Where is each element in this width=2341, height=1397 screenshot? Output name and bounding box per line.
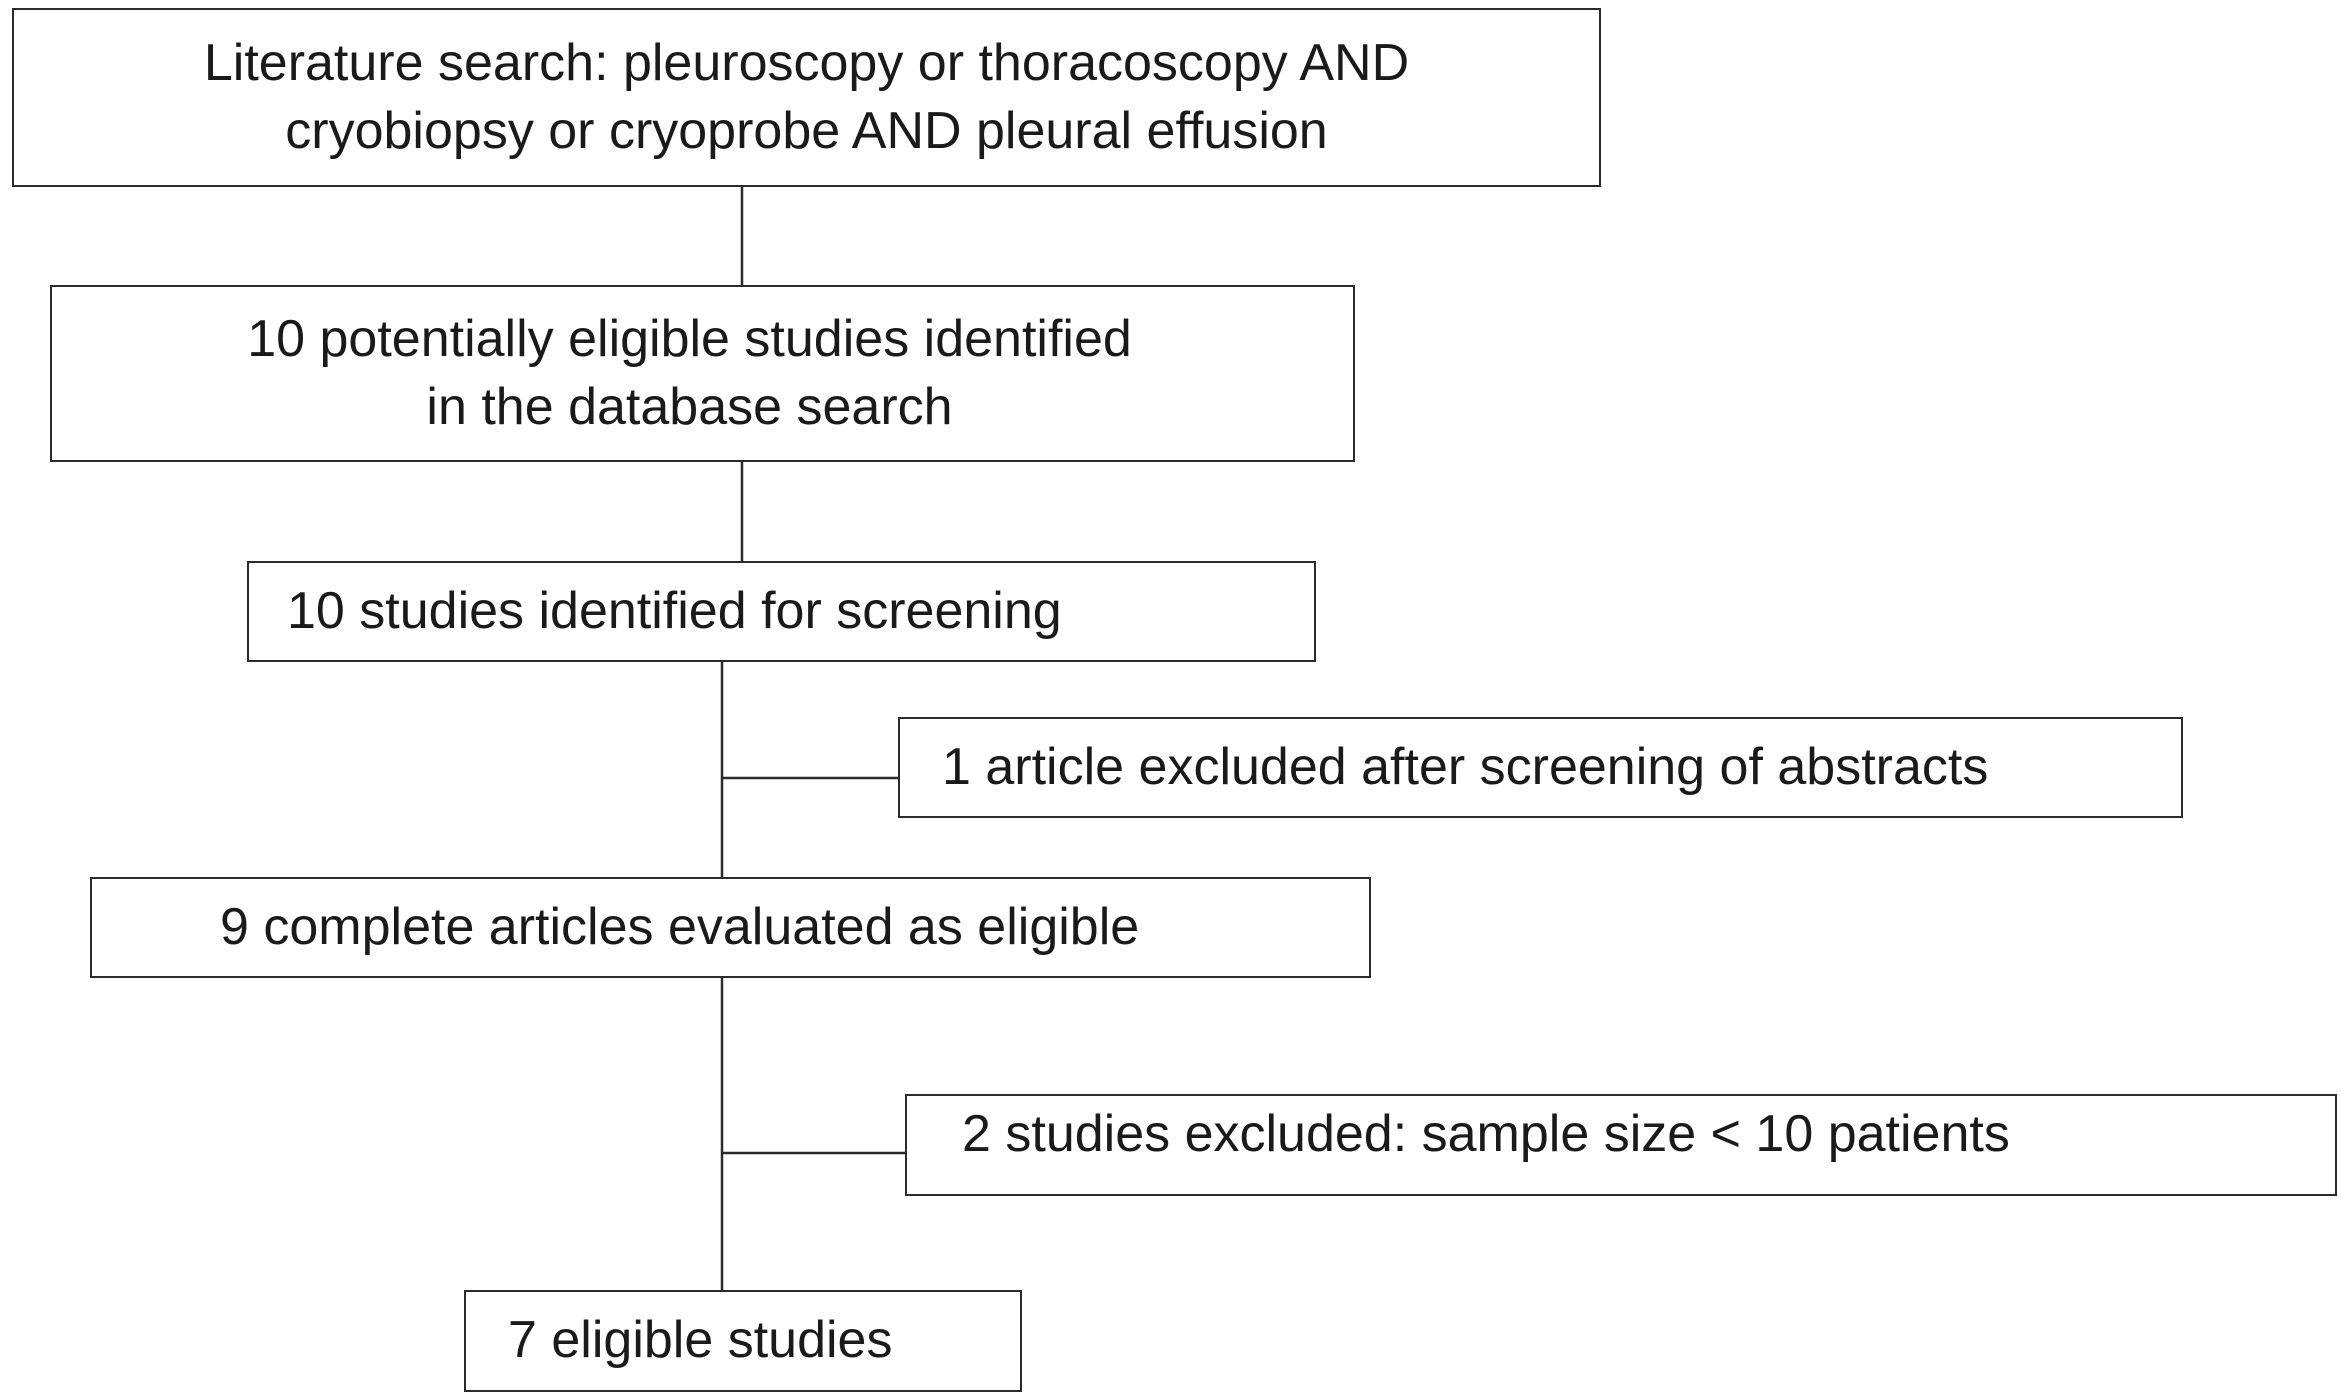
eligible-studies-label: 7 eligible studies (508, 1311, 893, 1370)
potentially-eligible-line-2: in the database search (426, 377, 953, 436)
exclusion-abstracts-label: 1 article excluded after screening of ab… (942, 737, 1989, 796)
literature-search-line-2: cryobiopsy or cryoprobe AND pleural effu… (285, 101, 1328, 160)
literature-search-line-1: Literature search: pleuroscopy or thorac… (203, 33, 1410, 92)
exclusion-abstracts-box: 1 article excluded after screening of ab… (898, 717, 2183, 818)
complete-articles-label: 9 complete articles evaluated as eligibl… (220, 897, 1140, 956)
complete-articles-box: 9 complete articles evaluated as eligibl… (90, 877, 1371, 978)
literature-search-box: Literature search: pleuroscopy or thorac… (12, 8, 1601, 187)
screening-box: 10 studies identified for screening (247, 561, 1316, 662)
exclusion-sample-size-label: 2 studies excluded: sample size < 10 pat… (962, 1105, 2010, 1164)
screening-label: 10 studies identified for screening (287, 581, 1062, 640)
exclusion-sample-size-box: 2 studies excluded: sample size < 10 pat… (905, 1094, 2337, 1196)
potentially-eligible-line-1: 10 potentially eligible studies identifi… (247, 309, 1132, 368)
eligible-studies-box: 7 eligible studies (464, 1290, 1022, 1392)
potentially-eligible-box: 10 potentially eligible studies identifi… (50, 285, 1355, 462)
